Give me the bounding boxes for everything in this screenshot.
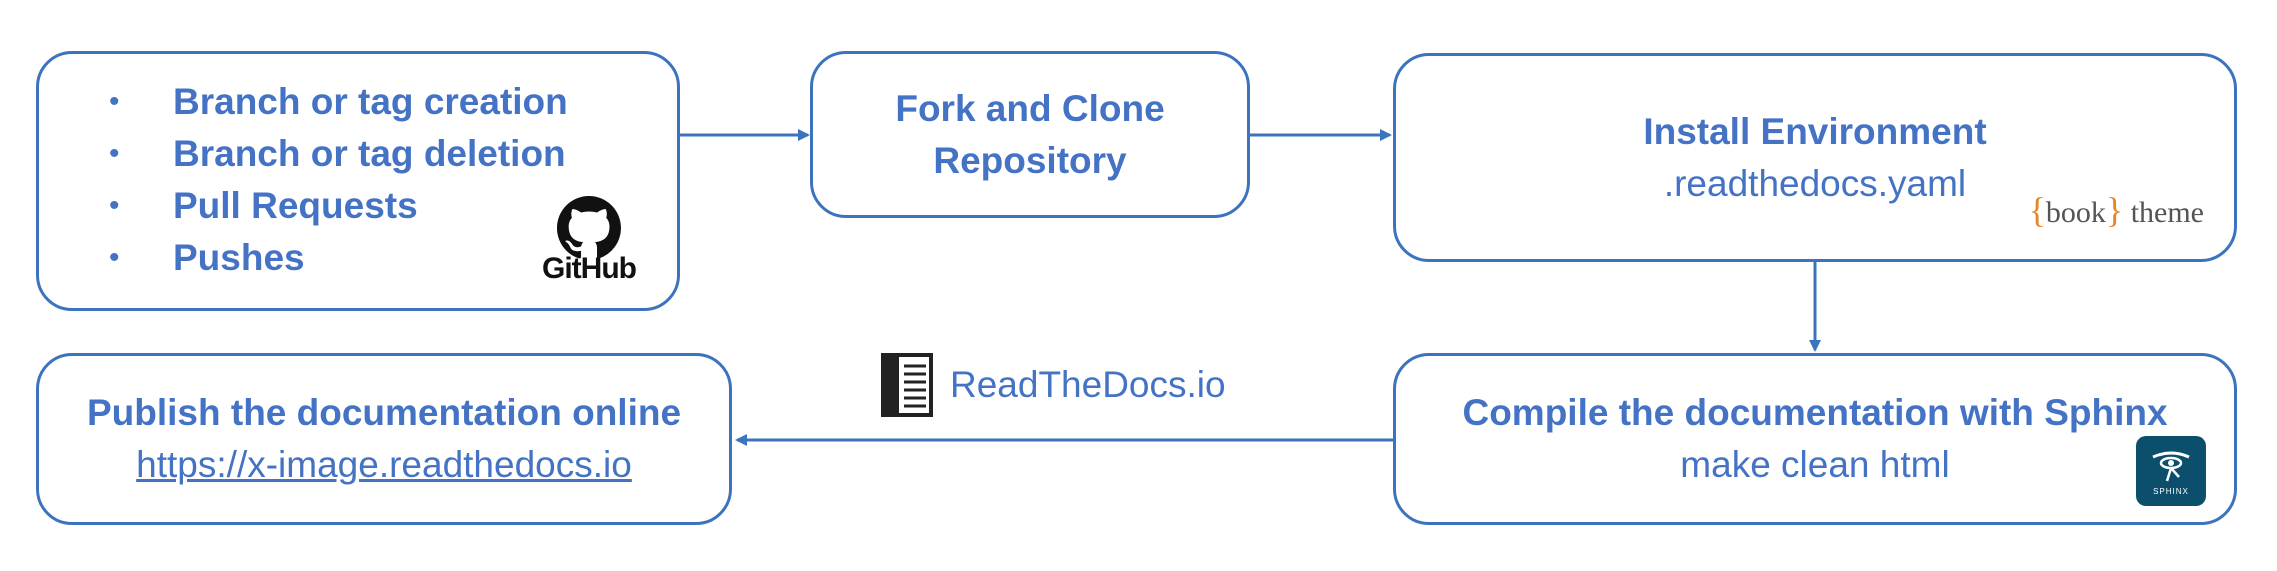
fork-line1: Fork and Clone bbox=[895, 87, 1165, 129]
trigger-item: • Pushes bbox=[73, 232, 568, 284]
github-icon bbox=[557, 196, 621, 259]
trigger-label: Branch or tag creation bbox=[173, 81, 568, 122]
install-config-file: .readthedocs.yaml bbox=[1663, 162, 1967, 204]
fork-line2: Repository bbox=[933, 139, 1127, 181]
booktheme-brace-close: } bbox=[2105, 190, 2124, 230]
bullet: • bbox=[109, 189, 120, 222]
trigger-list: • Branch or tag creation • Branch or tag… bbox=[73, 76, 568, 284]
readthedocs-text: ReadTheDocs.io bbox=[950, 364, 1226, 405]
booktheme-word: book bbox=[2045, 196, 2106, 229]
compile-title: Compile the documentation with Sphinx bbox=[1462, 392, 2168, 433]
bullet: • bbox=[109, 137, 120, 170]
compile-command: make clean html bbox=[1680, 444, 1950, 485]
sphinx-caption: SPHINX bbox=[2153, 486, 2189, 496]
publish-title: Publish the documentation online bbox=[86, 392, 682, 433]
booktheme-logo: {book} theme bbox=[2029, 189, 2204, 231]
publish-url-link[interactable]: https://x-image.readthedocs.io bbox=[136, 444, 632, 485]
trigger-item: • Branch or tag deletion bbox=[73, 128, 568, 180]
trigger-item: • Branch or tag creation bbox=[73, 76, 568, 128]
trigger-label: Branch or tag deletion bbox=[173, 133, 566, 174]
sphinx-icon bbox=[2152, 451, 2190, 481]
readthedocs-label: ReadTheDocs.io bbox=[880, 352, 1226, 418]
publish-box: Publish the documentation online https:/… bbox=[36, 353, 732, 525]
triggers-box: • Branch or tag creation • Branch or tag… bbox=[36, 51, 680, 311]
booktheme-brace-open: { bbox=[2028, 190, 2046, 230]
trigger-label: Pushes bbox=[173, 237, 305, 278]
install-environment-box: Install Environment .readthedocs.yaml {b… bbox=[1393, 53, 2237, 262]
install-title: Install Environment bbox=[1643, 110, 1987, 152]
github-wordmark: GitHub bbox=[542, 252, 637, 285]
trigger-item: • Pull Requests bbox=[73, 180, 568, 232]
readthedocs-book-icon bbox=[881, 353, 933, 417]
bullet: • bbox=[109, 241, 120, 274]
booktheme-suffix: theme bbox=[2130, 196, 2204, 229]
compile-box: Compile the documentation with Sphinx ma… bbox=[1393, 353, 2237, 525]
sphinx-logo: SPHINX bbox=[2136, 436, 2206, 506]
bullet: • bbox=[109, 85, 120, 118]
fork-clone-box: Fork and Clone Repository bbox=[810, 51, 1250, 218]
trigger-label: Pull Requests bbox=[173, 185, 418, 226]
